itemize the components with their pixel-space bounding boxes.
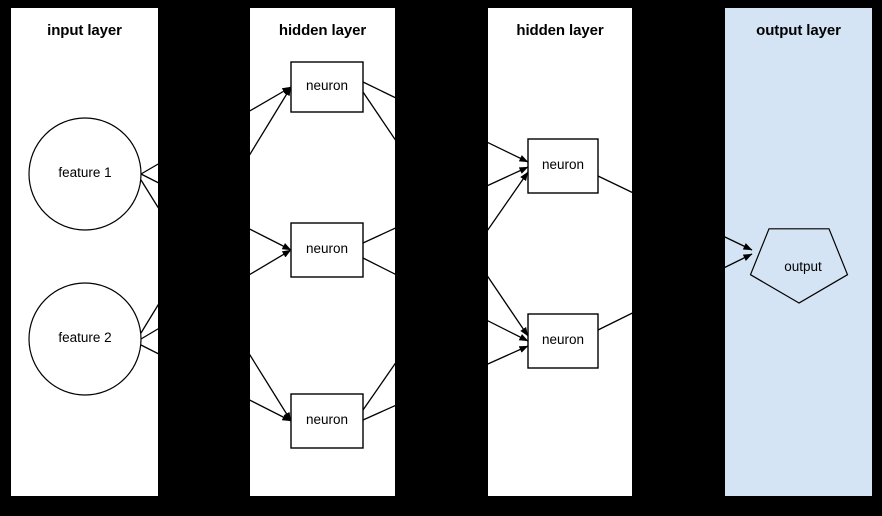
gap-mask-3 (632, 0, 725, 516)
layer-title-hidden-1: hidden layer (278, 22, 367, 39)
gap-mask-left (0, 0, 11, 516)
gap-mask-1 (158, 0, 250, 516)
layer-title-hidden-2: hidden layer (516, 22, 604, 39)
layer-panel-hidden-1[interactable]: hidden layer (250, 8, 395, 496)
layer-panel-output[interactable]: output layer (725, 8, 872, 496)
gap-mask-right (872, 0, 882, 516)
layer-panel-input[interactable]: input layer (11, 8, 158, 496)
gap-mask-bottom (0, 496, 882, 516)
layer-title-input: input layer (47, 22, 122, 39)
gap-mask-2 (395, 0, 488, 516)
layer-title-output: output layer (756, 22, 841, 39)
gap-mask-top (0, 0, 882, 8)
layer-panel-hidden-2[interactable]: hidden layer (488, 8, 632, 496)
